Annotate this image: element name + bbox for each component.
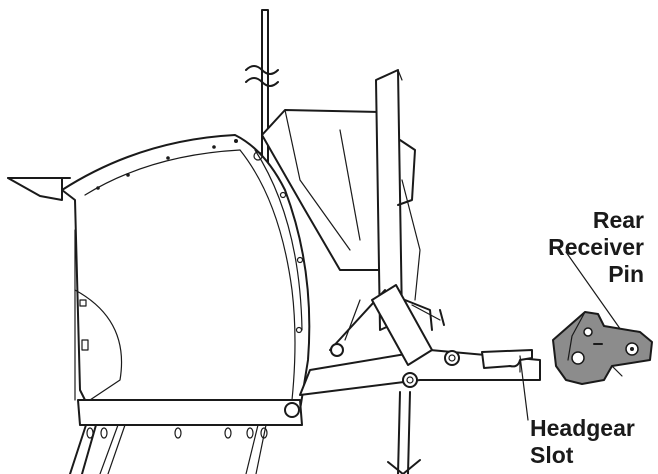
moldboard xyxy=(7,134,311,411)
headgear-slot-line-2: Slot xyxy=(530,442,574,468)
cutting-edge xyxy=(69,399,303,474)
leader-lines xyxy=(519,251,629,421)
rear-receiver-pin-line-1: Rear xyxy=(592,207,644,233)
rear-receiver-pin-part xyxy=(552,311,653,385)
headgear-slot-label: Headgear Slot xyxy=(530,415,635,469)
rear-receiver-pin-label: Rear Receiver Pin xyxy=(548,207,644,288)
a-frame xyxy=(299,289,541,474)
headgear-slot-line-1: Headgear xyxy=(530,415,635,441)
rear-receiver-pin-line-3: Pin xyxy=(608,261,644,287)
pivot-linkage xyxy=(371,284,445,366)
rear-receiver-pin-line-2: Receiver xyxy=(548,234,644,260)
headgear-receiver xyxy=(481,349,533,373)
